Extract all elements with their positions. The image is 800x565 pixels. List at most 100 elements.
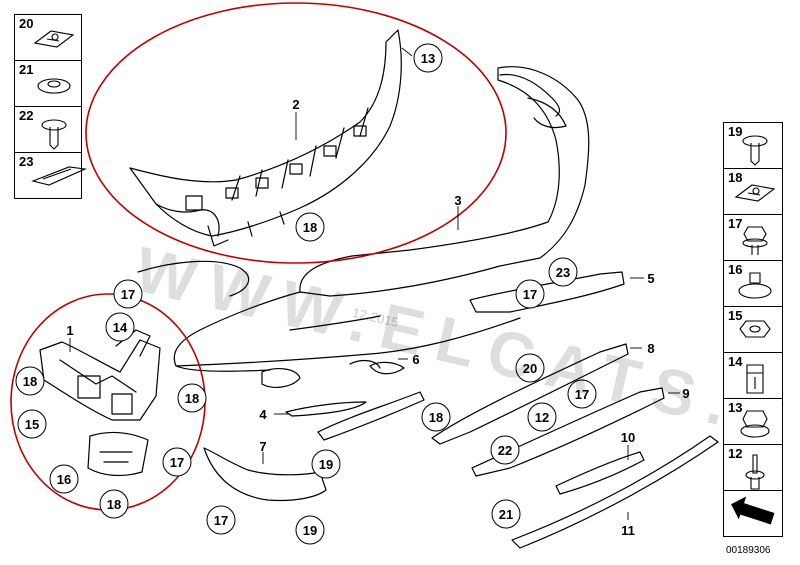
callout-7: 7 [259, 439, 266, 454]
callout-17: 17 [206, 505, 236, 535]
legend-right-cell: 14 [723, 352, 783, 399]
legend-number: 18 [728, 170, 743, 185]
callout-number: 18 [303, 220, 317, 235]
push-nut-icon [730, 269, 780, 310]
callout-number: 18 [107, 497, 121, 512]
callout-number: 16 [57, 472, 71, 487]
hex-screw-icon [730, 315, 780, 356]
callout-number: 3 [454, 193, 461, 208]
callout-19: 19 [295, 515, 325, 545]
legend-number: 15 [728, 308, 743, 323]
legend-number: 13 [728, 400, 743, 415]
callout-18: 18 [99, 489, 129, 519]
callout-1: 1 [66, 323, 73, 338]
callout-circle [105, 312, 135, 342]
callout-6: 6 [412, 352, 419, 367]
highlight-ellipse-carrier [85, 2, 507, 264]
legend-right-cell: 16 [723, 260, 783, 307]
callout-number: 4 [259, 407, 267, 422]
callout-circle [567, 379, 597, 409]
legend-right-cell: 15 [723, 306, 783, 353]
callout-5: 5 [647, 271, 654, 286]
legend-number: 20 [19, 16, 34, 31]
legend-number: 14 [728, 354, 743, 369]
expanding-rivet-icon [730, 131, 780, 172]
callout-circle [527, 402, 557, 432]
side-bracket [39, 329, 161, 477]
hex-screw-washer-icon [730, 223, 780, 264]
callout-number: 17 [214, 513, 228, 528]
callout-16: 16 [49, 464, 79, 494]
legend-left-cell: 20 [14, 14, 82, 61]
legend-left-cell: 21 [14, 60, 82, 107]
callout-number: 23 [556, 265, 570, 280]
trim-strip-4b [317, 391, 425, 441]
callout-14: 14 [105, 312, 135, 342]
callout-number: 7 [259, 439, 266, 454]
nav-arrow-icon[interactable] [726, 493, 780, 530]
callout-circle [515, 279, 545, 309]
legend-right-cell: 18 [723, 168, 783, 215]
callout-number: 5 [647, 271, 654, 286]
legend-right-cell [723, 490, 783, 537]
callout-number: 8 [647, 341, 654, 356]
legend-number: 17 [728, 216, 743, 231]
diagram-id: 00189306 [726, 545, 771, 556]
bumper-cover [137, 66, 590, 388]
callout-21: 21 [491, 499, 521, 529]
callout-number: 14 [113, 320, 128, 335]
spreading-nut-icon [730, 361, 780, 402]
callout-number: 9 [682, 386, 689, 401]
trim-strip-5 [469, 271, 625, 313]
callout-circle [49, 464, 79, 494]
callout-number: 1 [66, 323, 73, 338]
callout-circle [491, 499, 521, 529]
callout-13: 13 [413, 43, 443, 73]
callout-circle [162, 447, 192, 477]
rivet-pin-icon [730, 453, 780, 498]
trim-strip-9 [471, 387, 665, 477]
callout-circle [421, 402, 451, 432]
callout-8: 8 [647, 341, 654, 356]
callout-number: 17 [575, 387, 589, 402]
callout-10: 10 [621, 430, 635, 445]
legend-left-cell: 22 [14, 106, 82, 153]
callout-circle [548, 257, 578, 287]
callout-18: 18 [177, 383, 207, 413]
callout-number: 17 [121, 287, 135, 302]
callout-17: 17 [515, 279, 545, 309]
callout-18: 18 [421, 402, 451, 432]
legend-number: 19 [728, 124, 743, 139]
leader-lines [69, 47, 680, 520]
callout-number: 17 [170, 455, 184, 470]
legend-right-cell: 13 [723, 398, 783, 445]
callout-circle [206, 505, 236, 535]
callout-18: 18 [295, 212, 325, 242]
legend-left-cell: 23 [14, 152, 88, 199]
reflector-6 [369, 361, 405, 375]
callout-number: 15 [25, 417, 39, 432]
bumper-carrier [129, 29, 402, 247]
callout-number: 18 [185, 391, 199, 406]
legend-number: 22 [19, 108, 34, 123]
clip-nut-icon [29, 23, 79, 58]
callout-17: 17 [113, 279, 143, 309]
diffuser-7 [203, 447, 327, 502]
callout-9: 9 [682, 386, 689, 401]
callout-19: 19 [311, 449, 341, 479]
callout-number: 13 [421, 51, 435, 66]
collar-nut-icon [730, 407, 780, 448]
callout-circle [515, 353, 545, 383]
trim-strip-10 [555, 451, 645, 495]
callout-3: 3 [454, 193, 461, 208]
callout-number: 12 [535, 410, 549, 425]
expanding-rivet-icon [29, 115, 79, 156]
callout-number: 18 [429, 410, 443, 425]
legend-right-cell: 17 [723, 214, 783, 261]
legend-right-cell: 12 [723, 444, 783, 491]
callout-11: 11 [621, 523, 635, 538]
callout-23: 23 [548, 257, 578, 287]
legend-number: 23 [19, 154, 34, 169]
